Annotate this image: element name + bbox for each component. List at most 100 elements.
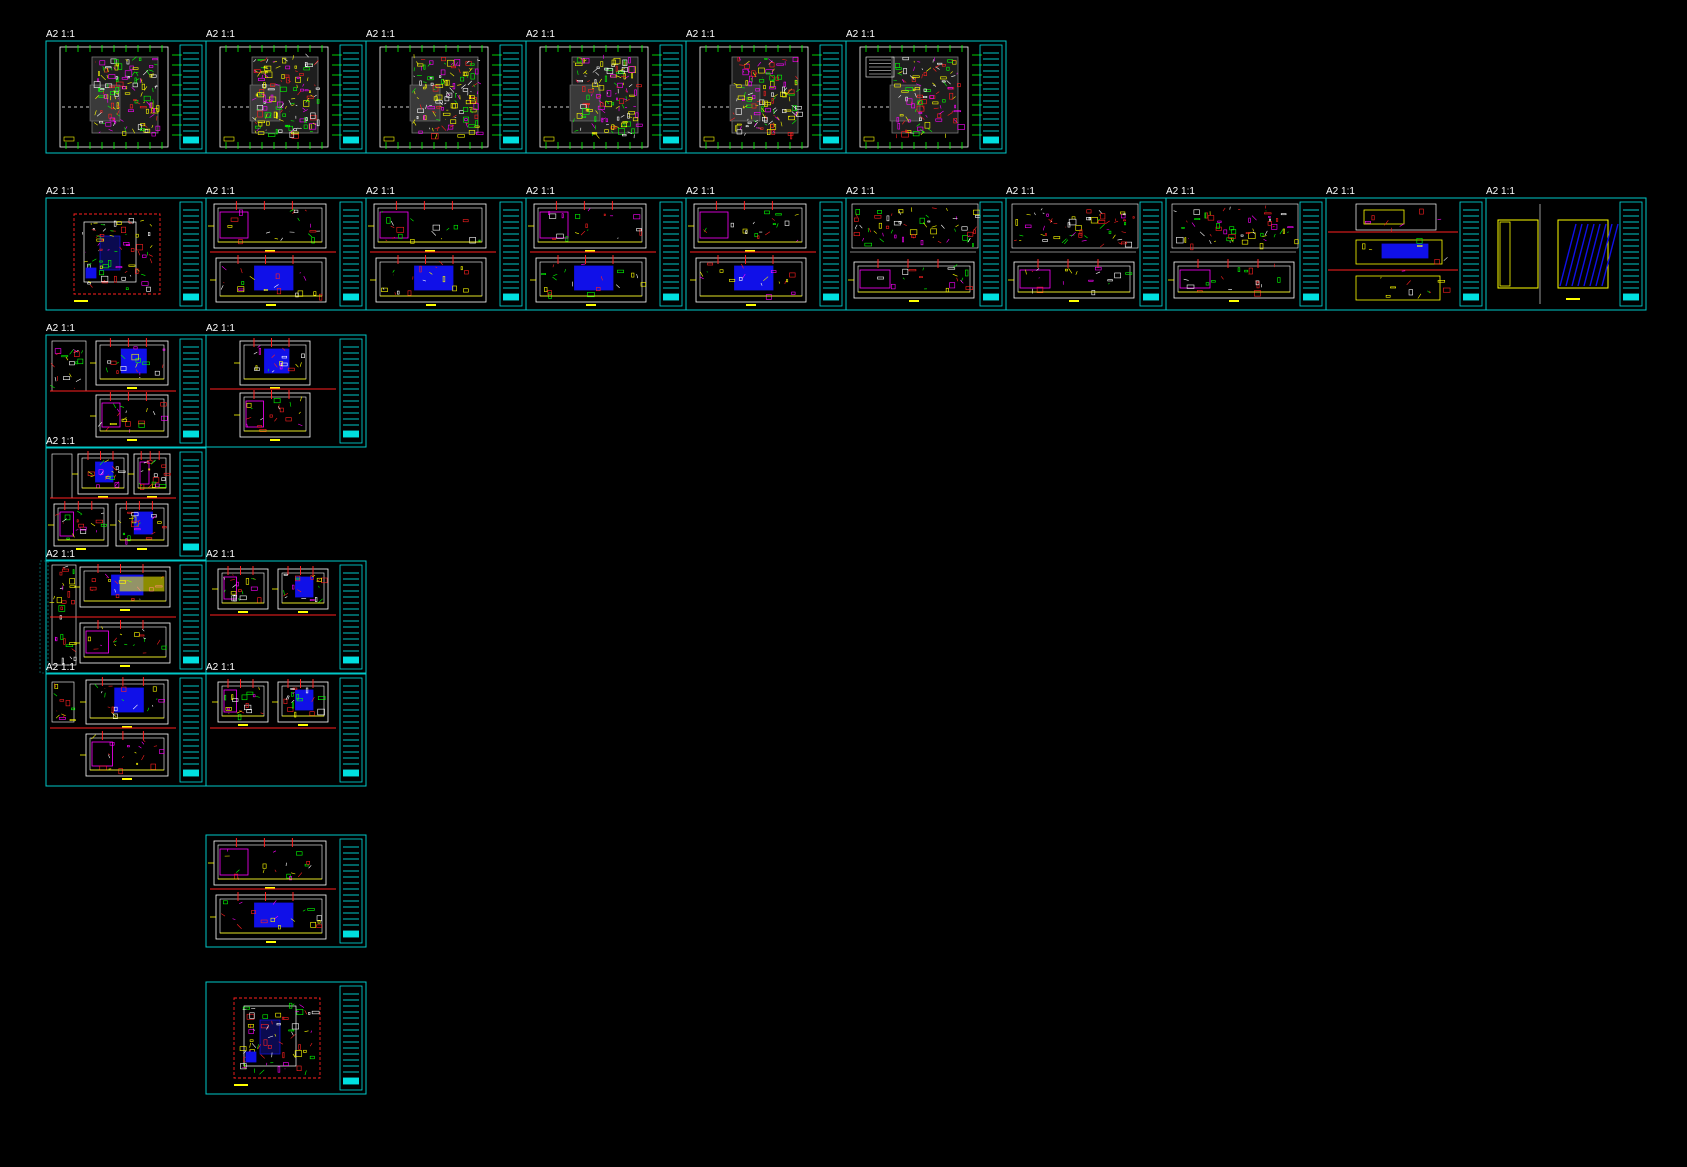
drawing-mark [291, 692, 294, 697]
drawing-mark [903, 68, 907, 75]
drawing-mark [309, 230, 317, 233]
drawing-stroke [114, 96, 116, 100]
drawing-mark [306, 860, 310, 865]
drawing-mark [291, 134, 299, 139]
drawing-sheet[interactable] [205, 834, 367, 948]
drawing-sheet[interactable]: A2 1:1 [1485, 186, 1647, 311]
drawing-mark [250, 586, 258, 591]
drawing-sheet[interactable]: A2 1:1 [205, 662, 367, 787]
drawing-stroke [1061, 238, 1067, 244]
title-block [339, 677, 363, 783]
drawing-stroke [151, 531, 156, 535]
drawing-mark [266, 121, 270, 126]
drawing-sheet[interactable]: A2 1:1 [525, 29, 687, 154]
drawing-sheet[interactable] [205, 981, 367, 1095]
drawing-sheet[interactable]: A2 1:1 [1005, 186, 1167, 311]
drawing-stroke [310, 1030, 312, 1033]
drawing-mark [961, 226, 968, 231]
drawing-stroke [932, 84, 937, 87]
drawing-stroke [302, 909, 306, 912]
drawing-mark [99, 60, 106, 66]
drawing-mark [156, 105, 160, 112]
detail-top-inner [1363, 209, 1405, 225]
drawing-mark [71, 600, 75, 605]
drawing-mark [263, 1039, 268, 1046]
drawing-stroke [1069, 234, 1075, 236]
drawing-mark [788, 89, 795, 94]
drawing-mark [246, 691, 254, 696]
drawing-mark [547, 290, 552, 296]
drawing-sheet[interactable]: A2 1:1 [205, 549, 367, 674]
drawing-mark [291, 131, 299, 135]
drawing-stroke [739, 57, 741, 61]
elevation-caption [127, 387, 137, 389]
drawing-stroke [256, 127, 260, 132]
drawing-mark [1186, 284, 1195, 289]
drawing-mark [233, 594, 237, 602]
drawing-stroke [429, 271, 433, 275]
drawing-mark [613, 57, 621, 65]
drawing-stroke [925, 114, 928, 118]
drawing-sheet[interactable]: A2 1:1 [1325, 186, 1487, 311]
drawing-sheet[interactable]: A2 1:1 [365, 29, 527, 154]
drawing-stroke [431, 110, 437, 113]
drawing-sheet[interactable]: A2 1:1 [45, 662, 207, 787]
drawing-mark [792, 105, 797, 112]
drawing-stroke [273, 915, 279, 920]
drawing-sheet[interactable]: A2 1:1 [205, 186, 367, 311]
drawing-mark [309, 1055, 315, 1060]
drawing-sheet[interactable]: A2 1:1 [685, 186, 847, 311]
drawing-mark [296, 1009, 304, 1015]
drawing-stroke [141, 273, 146, 276]
drawing-mark [127, 109, 134, 112]
drawing-mark [615, 65, 618, 72]
drawing-stroke [236, 869, 240, 873]
title-block-stamp [343, 770, 359, 776]
drawing-mark [1207, 215, 1215, 221]
drawing-sheet[interactable]: A2 1:1 [365, 186, 527, 311]
drawing-stroke [50, 362, 55, 368]
drawing-sheet[interactable]: A2 1:1 [845, 29, 1007, 154]
drawing-stroke [148, 69, 154, 72]
drawing-mark [279, 407, 284, 413]
drawing-sheet[interactable]: A2 1:1 [45, 549, 207, 674]
drawing-mark [308, 1012, 311, 1015]
drawing-stroke [862, 237, 864, 242]
drawing-mark [565, 236, 569, 242]
drawing-stroke [967, 238, 971, 243]
drawing-stroke [117, 412, 120, 417]
drawing-mark [601, 117, 604, 123]
drawing-mark [1244, 269, 1249, 273]
drawing-mark [468, 130, 476, 135]
drawing-stroke [1199, 231, 1205, 237]
drawing-sheet[interactable]: A2 1:1 [525, 186, 687, 311]
drawing-mark [447, 124, 454, 130]
drawing-sheet[interactable]: A2 1:1 [1165, 186, 1327, 311]
drawing-stroke [457, 94, 461, 100]
sheet-label: A2 1:1 [1326, 186, 1355, 197]
drawing-stroke [97, 421, 103, 427]
drawing-sheet[interactable]: A2 1:1 [685, 29, 847, 154]
drawing-sheet[interactable]: A2 1:1 [45, 29, 207, 154]
drawing-sheet[interactable]: A2 1:1 [205, 323, 367, 448]
drawing-mark [113, 220, 117, 227]
drawing-mark [736, 84, 742, 88]
drawing-stroke [112, 106, 116, 110]
drawing-sheet[interactable]: A2 1:1 [845, 186, 1007, 311]
drawing-mark [464, 118, 468, 121]
drawing-mark [432, 224, 440, 231]
drawing-stroke [620, 67, 625, 71]
elevation-panel [101, 402, 121, 428]
drawing-stroke [97, 242, 100, 246]
drawing-mark [246, 402, 252, 408]
elevation-glass [414, 265, 454, 291]
drawing-mark [307, 908, 315, 911]
drawing-mark [423, 64, 426, 70]
drawing-sheet[interactable]: A2 1:1 [205, 29, 367, 154]
drawing-mark [136, 762, 139, 765]
drawing-stroke [704, 227, 707, 233]
drawing-sheet[interactable]: A2 1:1 [45, 186, 207, 311]
drawing-sheet[interactable]: A2 1:1 [45, 323, 207, 448]
drawing-sheet[interactable]: A2 1:1 [45, 436, 207, 561]
